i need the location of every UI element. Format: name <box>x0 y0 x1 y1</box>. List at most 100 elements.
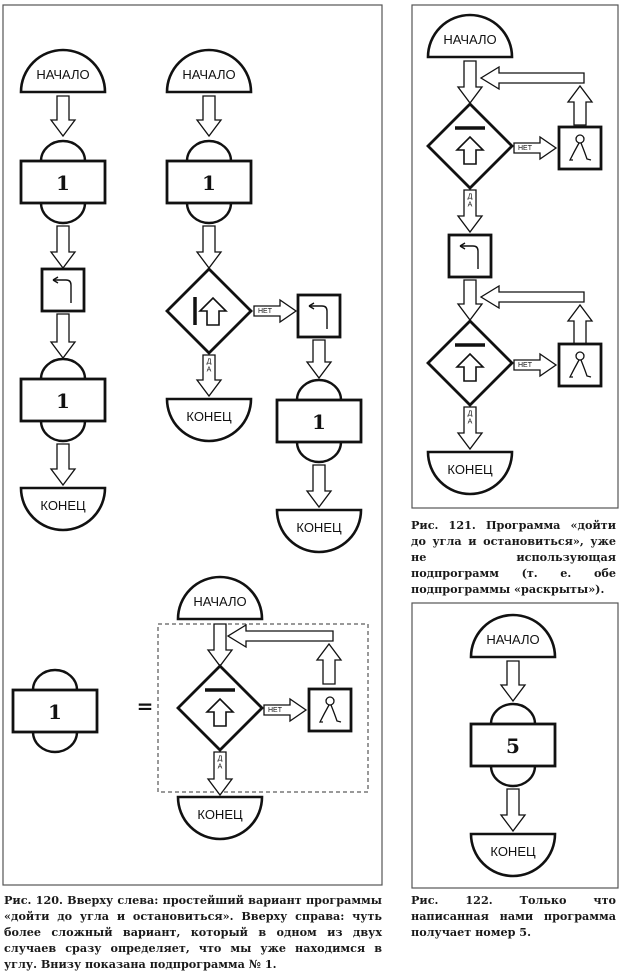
up-arrow-icon <box>205 697 235 727</box>
action-box <box>557 125 603 171</box>
walker-leg-right <box>330 704 342 723</box>
fig122-arrow-1 <box>499 660 527 703</box>
turn-left-arrow-icon <box>53 279 72 303</box>
fig122-subprogram-5: 5 <box>469 702 557 788</box>
no-label: НЕТ <box>518 362 533 369</box>
fig120-right-end-2: КОНЕЦ <box>275 508 363 554</box>
walker-leg-right <box>580 359 592 378</box>
hollow-arrow-shape <box>513 135 558 161</box>
fig121-decision-1 <box>426 102 514 190</box>
fig120-def-end: КОНЕЦ <box>176 795 264 841</box>
start-label: НАЧАЛО <box>486 632 539 647</box>
fig120-def-yes-arrow: ДА <box>206 751 234 797</box>
start-terminal-shape <box>469 613 557 659</box>
fig120-right-subprogram-1: 1 <box>165 139 253 225</box>
fig120-def-step-forward <box>307 687 353 733</box>
start-terminal-shape <box>19 48 107 94</box>
hollow-arrow-shape <box>513 352 558 378</box>
subprogram-box <box>19 159 107 205</box>
yes-label-letter-1: Д <box>468 411 473 418</box>
start-label: НАЧАЛО <box>193 594 246 609</box>
hollow-arrow-shape <box>49 313 77 360</box>
fig120-def-loop-arrow-left <box>226 623 334 649</box>
fig121-arrow-1 <box>456 60 484 105</box>
end-terminal-shape <box>426 450 514 496</box>
no-label: НЕТ <box>268 707 283 714</box>
fig120-right-no-arrow: НЕТ <box>253 298 298 324</box>
fig121-no-arrow-1: НЕТ <box>513 135 558 161</box>
fig120-right-turn-left <box>296 293 342 339</box>
figure-122-panel <box>411 602 619 889</box>
hollow-arrow-shape <box>263 697 308 723</box>
fig120-left-arrow-1 <box>49 95 77 138</box>
fig120-left-arrow-4 <box>49 443 77 487</box>
fig120-right-decision <box>165 267 253 355</box>
hollow-arrow-shape <box>315 642 343 685</box>
figure-122-caption: Рис. 122. Только что написанная нами про… <box>411 893 616 939</box>
end-label: КОНЕЦ <box>447 462 493 477</box>
yes-label-letter-2: А <box>468 202 473 209</box>
fig121-yes-arrow-1: ДА <box>456 189 484 234</box>
walking-person-icon <box>568 134 592 161</box>
start-label: НАЧАЛО <box>182 67 235 82</box>
hollow-arrow-shape <box>49 95 77 138</box>
fig121-no-arrow-2: НЕТ <box>513 352 558 378</box>
fig121-turn-left <box>447 233 493 279</box>
no-label: НЕТ <box>258 308 273 315</box>
subprogram-box <box>19 377 107 423</box>
action-box <box>447 233 493 279</box>
fig120-left-end: КОНЕЦ <box>19 486 107 532</box>
fig120-def-decision <box>176 664 264 752</box>
turn-left-arrowhead-icon <box>459 242 466 250</box>
walker-head <box>575 134 585 144</box>
hollow-arrow-shape <box>566 303 594 345</box>
yes-label-letter-2: А <box>207 367 212 374</box>
fig121-start: НАЧАЛО <box>426 13 514 59</box>
hollow-arrow-shape <box>479 65 585 91</box>
fig121-loop-arrow-up-1 <box>566 84 594 126</box>
end-label: КОНЕЦ <box>197 807 243 822</box>
end-terminal-shape <box>469 832 557 878</box>
hollow-arrow-shape <box>226 623 334 649</box>
walker-leg-left <box>318 704 330 723</box>
up-arrow-icon <box>198 296 228 326</box>
subprogram-number: 1 <box>56 389 70 413</box>
action-box <box>296 293 342 339</box>
end-terminal-shape <box>165 397 253 443</box>
fig120-def-no-arrow: НЕТ <box>263 697 308 723</box>
hollow-arrow-shape <box>305 339 333 380</box>
yes-label-letter-2: А <box>468 419 473 426</box>
hollow-arrow-shape <box>499 788 527 833</box>
fig122-start: НАЧАЛО <box>469 613 557 659</box>
end-label: КОНЕЦ <box>40 498 86 513</box>
subprogram-number: 1 <box>312 410 326 434</box>
walking-person-icon <box>568 351 592 378</box>
fig120-def-start: НАЧАЛО <box>176 575 264 621</box>
fig120-right-arrow-2 <box>195 225 223 270</box>
action-box <box>40 267 86 313</box>
fig121-decision-2 <box>426 319 514 407</box>
fig121-loop-arrow-up-2 <box>566 303 594 345</box>
start-label: НАЧАЛО <box>443 32 496 47</box>
subprogram-number: 1 <box>48 700 62 724</box>
fig120-def-loop-arrow-up <box>315 642 343 685</box>
fig121-loop-arrow-left-1 <box>479 65 585 91</box>
end-label: КОНЕЦ <box>296 520 342 535</box>
subprogram-box <box>11 688 99 734</box>
yes-label-letter-1: Д <box>218 756 223 763</box>
hollow-arrow-shape <box>206 751 234 797</box>
action-box <box>557 342 603 388</box>
fig120-left-start: НАЧАЛО <box>19 48 107 94</box>
hollow-arrow-shape <box>49 443 77 487</box>
start-label: НАЧАЛО <box>36 67 89 82</box>
action-box <box>307 687 353 733</box>
figure-121-caption: Рис. 121. Программа «дойти до угла и ост… <box>411 518 616 596</box>
walking-person-icon <box>318 696 342 723</box>
subprogram-box <box>275 398 363 444</box>
fig120-left-turn-left <box>40 267 86 313</box>
fig120-right-subprogram-1b: 1 <box>275 378 363 464</box>
hollow-arrow-shape <box>499 660 527 703</box>
subprogram-box <box>165 159 253 205</box>
fig121-yes-arrow-2: ДА <box>456 406 484 451</box>
